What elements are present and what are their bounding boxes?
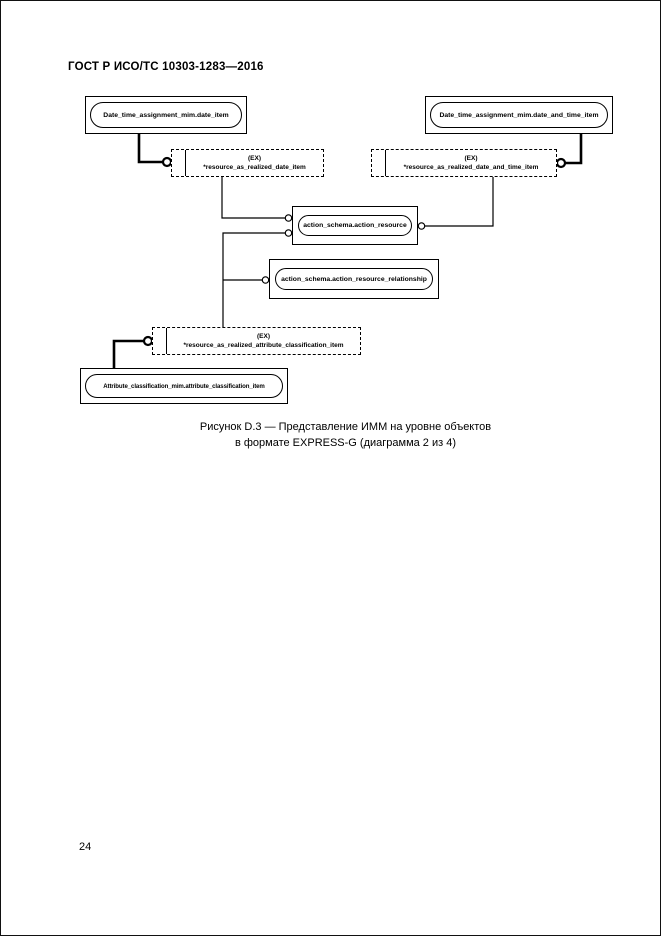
edge-attribute-classification-to-ref <box>112 339 144 368</box>
node-action-resource-label: action_schema.action_resource <box>298 215 412 236</box>
edge-action-resource-to-ref-classification <box>222 232 285 327</box>
page-number: 24 <box>79 841 92 853</box>
node-date-and-time-item-label: Date_time_assignment_mim.date_and_time_i… <box>430 102 608 128</box>
edge-ref-date-item-to-action-resource <box>221 177 285 219</box>
node-action-resource-relationship: action_schema.action_resource_relationsh… <box>269 259 439 299</box>
interschema-label: *resource_as_realized_attribute_classifi… <box>183 342 344 349</box>
interschema-bar <box>166 328 167 354</box>
node-action-resource: action_schema.action_resource <box>292 206 418 245</box>
ex-marker: (EX) <box>257 333 270 340</box>
node-date-item-label: Date_time_assignment_mim.date_item <box>90 102 242 128</box>
ex-marker: (EX) <box>464 155 478 162</box>
interschema-bar <box>385 150 386 176</box>
interschema-text: (EX) *resource_as_realized_attribute_cla… <box>169 328 358 354</box>
node-resource-as-realized-date-and-time-item: (EX) *resource_as_realized_date_and_time… <box>371 149 557 177</box>
edge-date-item-to-ref <box>137 134 163 164</box>
node-action-resource-relationship-label: action_schema.action_resource_relationsh… <box>275 268 433 290</box>
interschema-text: (EX) *resource_as_realized_date_and_time… <box>388 150 554 176</box>
express-g-diagram: Date_time_assignment_mim.date_item Date_… <box>1 1 660 471</box>
edge-date-and-time-item-to-ref <box>565 134 583 165</box>
ex-marker: (EX) <box>248 155 261 162</box>
node-date-item: Date_time_assignment_mim.date_item <box>85 96 247 134</box>
figure-caption: Рисунок D.3 — Представление ИММ на уровн… <box>31 420 660 451</box>
connector-circle <box>284 229 293 237</box>
connector-circle <box>261 276 270 284</box>
connector-circle <box>284 214 293 222</box>
connector-circle <box>555 157 567 169</box>
interschema-label: *resource_as_realized_date_item <box>203 164 306 171</box>
connector-circle <box>142 335 154 347</box>
node-date-and-time-item: Date_time_assignment_mim.date_and_time_i… <box>425 96 613 134</box>
figure-caption-line2: в формате EXPRESS-G (диаграмма 2 из 4) <box>234 436 457 449</box>
interschema-bar <box>185 150 186 176</box>
interschema-label: *resource_as_realized_date_and_time_item <box>403 164 539 171</box>
node-resource-as-realized-date-item: (EX) *resource_as_realized_date_item <box>171 149 324 177</box>
figure-caption-line1: Рисунок D.3 — Представление ИММ на уровн… <box>199 421 492 433</box>
document-header: ГОСТ Р ИСО/ТС 10303-1283—2016 <box>68 61 264 73</box>
node-attribute-classification-item: Attribute_classification_mim.attribute_c… <box>80 368 288 404</box>
edge-ref-date-and-time-to-action-resource <box>425 177 494 227</box>
connector-circle <box>417 222 426 230</box>
interschema-text: (EX) *resource_as_realized_date_item <box>188 150 321 176</box>
connector-circle <box>161 156 173 168</box>
connector-lines <box>112 134 583 368</box>
node-resource-as-realized-attribute-classification-item: (EX) *resource_as_realized_attribute_cla… <box>152 327 361 355</box>
node-attribute-classification-item-label: Attribute_classification_mim.attribute_c… <box>85 374 283 398</box>
